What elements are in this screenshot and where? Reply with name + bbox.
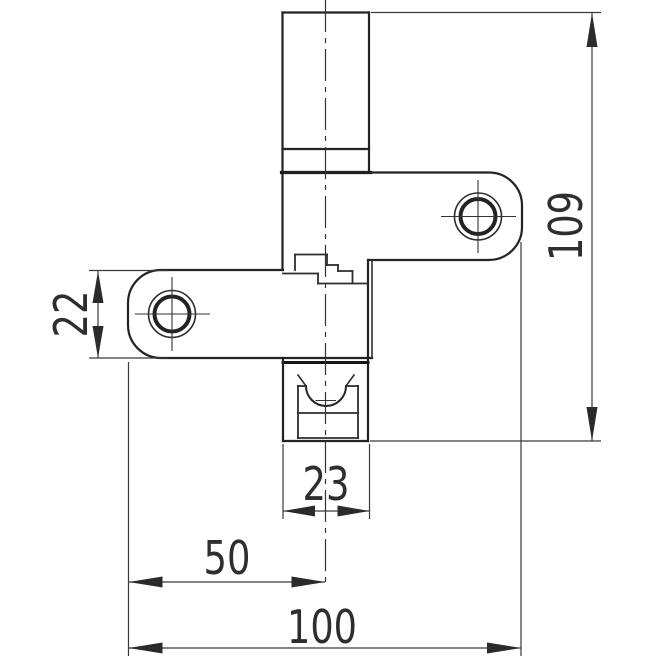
dim23-arrow-right (337, 505, 370, 517)
dim100-arrow-right (487, 642, 521, 654)
dim100-label: 100 (287, 600, 357, 654)
dim22-label: 22 (44, 291, 98, 338)
dimension-50: 50 (127, 362, 326, 656)
dim50-arrow-right (291, 576, 326, 588)
upper-arm-outline (281, 171, 524, 262)
dim50-arrow-left (128, 576, 163, 588)
dimension-100: 100 (128, 242, 522, 656)
dim109-arrow-up (586, 13, 598, 47)
dim109-label: 109 (539, 191, 593, 261)
dimension-22: 22 (44, 269, 168, 359)
dimension-109: 109 (370, 11, 601, 442)
dim100-arrow-left (128, 642, 163, 654)
dim23-label: 23 (303, 457, 350, 511)
upper-leaf-arm (281, 171, 524, 443)
upper-pivot-hole (441, 180, 516, 253)
cup-chamfer (344, 373, 356, 388)
dimension-23: 23 (282, 444, 371, 519)
lower-pivot-hole (135, 277, 210, 351)
dim109-arrow-down (586, 407, 598, 441)
knuckle-joint-lines (282, 253, 369, 285)
dim22-arrow-down (92, 326, 104, 358)
dim23-arrow-left (283, 505, 315, 517)
lower-arm-outline (126, 268, 374, 360)
dim22-arrow-up (92, 271, 104, 303)
dim50-label: 50 (204, 531, 251, 585)
centerlines (315, 0, 336, 588)
cup-chamfer (296, 373, 308, 388)
hinge-part-outline (126, 11, 524, 443)
lower-leaf-arm (126, 268, 374, 360)
